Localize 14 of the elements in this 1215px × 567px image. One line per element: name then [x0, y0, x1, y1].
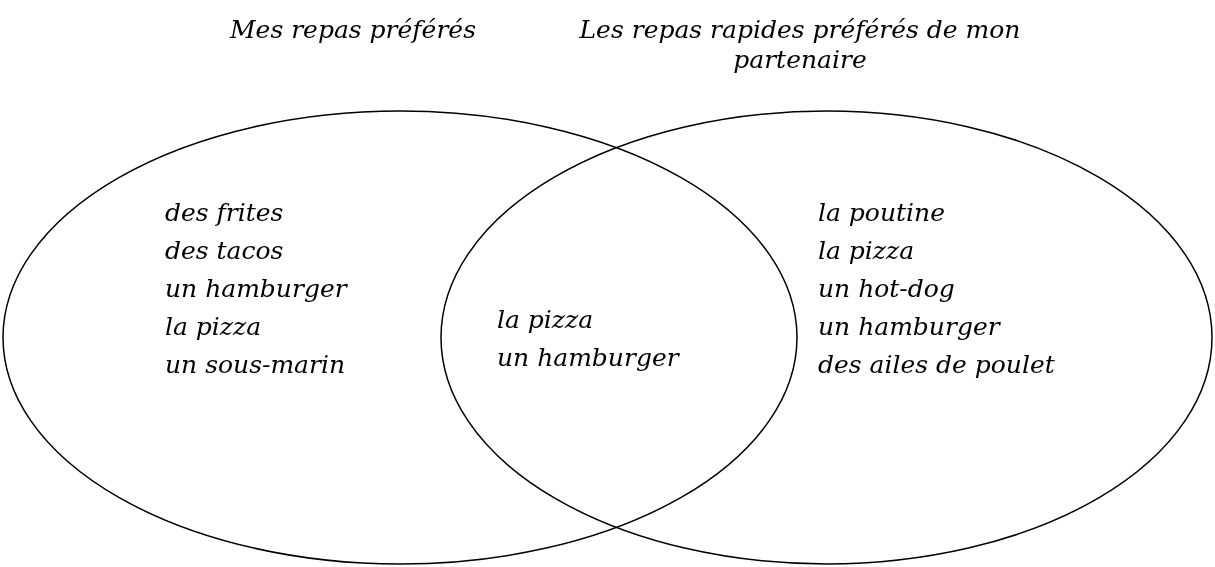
- list-item: un hot-dog: [818, 274, 955, 304]
- list-item: des ailes de poulet: [818, 350, 1055, 380]
- list-item: des tacos: [165, 236, 284, 266]
- list-item: la poutine: [818, 198, 945, 228]
- list-item: des frites: [165, 198, 284, 228]
- list-item: la pizza: [165, 312, 262, 342]
- list-item: un hamburger: [165, 274, 347, 304]
- list-item: un hamburger: [497, 343, 679, 373]
- set-heading: Mes repas préférés: [230, 15, 477, 45]
- list-item: la pizza: [818, 236, 915, 266]
- list-item: un hamburger: [818, 312, 1000, 342]
- list-item: la pizza: [497, 305, 594, 335]
- set-heading: Les repas rapides préférés de mon partenaire: [578, 15, 1022, 75]
- list-item: un sous-marin: [165, 350, 346, 380]
